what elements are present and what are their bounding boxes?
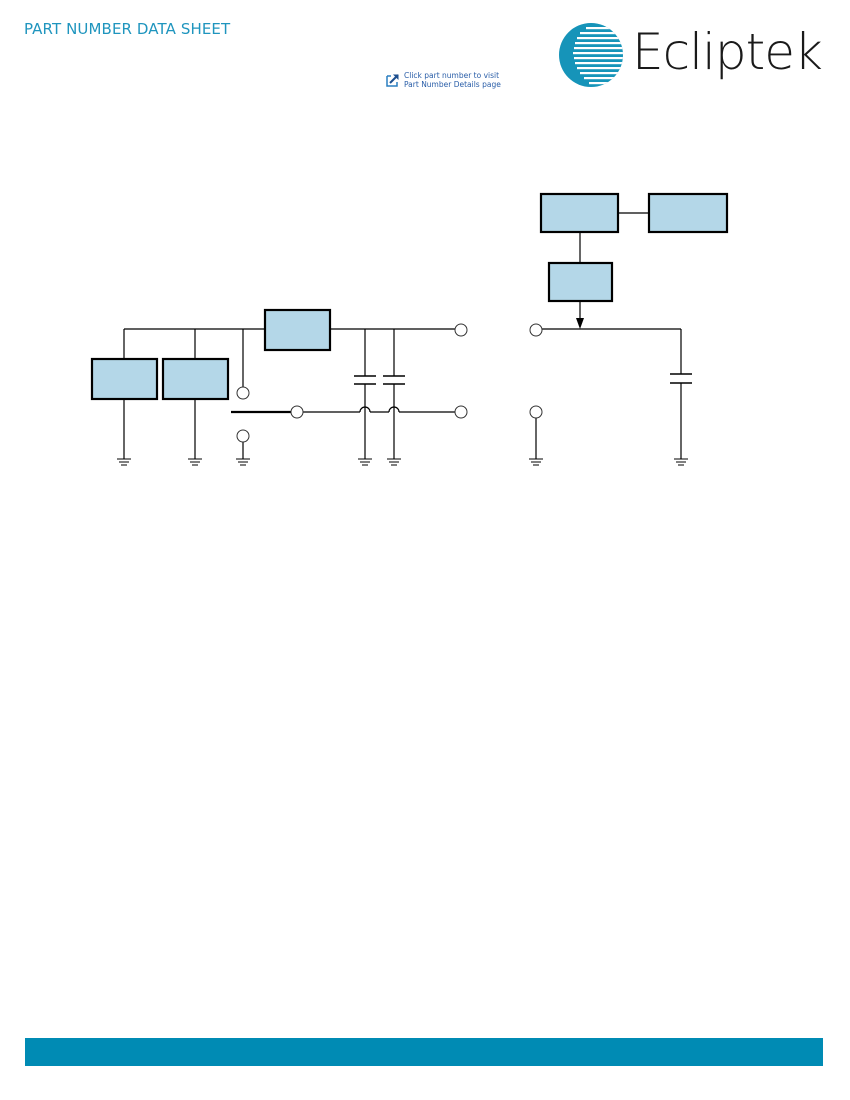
ground-symbol [117,458,131,466]
part-details-link-hint[interactable]: Click part number to visit Part Number D… [386,71,501,92]
eclipse-globe-icon [559,23,623,87]
link-hint-line1: Click part number to visit [404,71,500,80]
footer-bar [25,1038,823,1066]
external-link-icon [386,74,399,87]
link-hint-text: Click part number to visit Part Number D… [404,71,501,89]
brand-name: Ecliptek [632,23,823,81]
link-hint-line2: Part Number Details page [404,79,501,89]
page-title: PART NUMBER DATA SHEET [24,20,231,38]
ecliptek-logo: Ecliptek [556,20,826,90]
